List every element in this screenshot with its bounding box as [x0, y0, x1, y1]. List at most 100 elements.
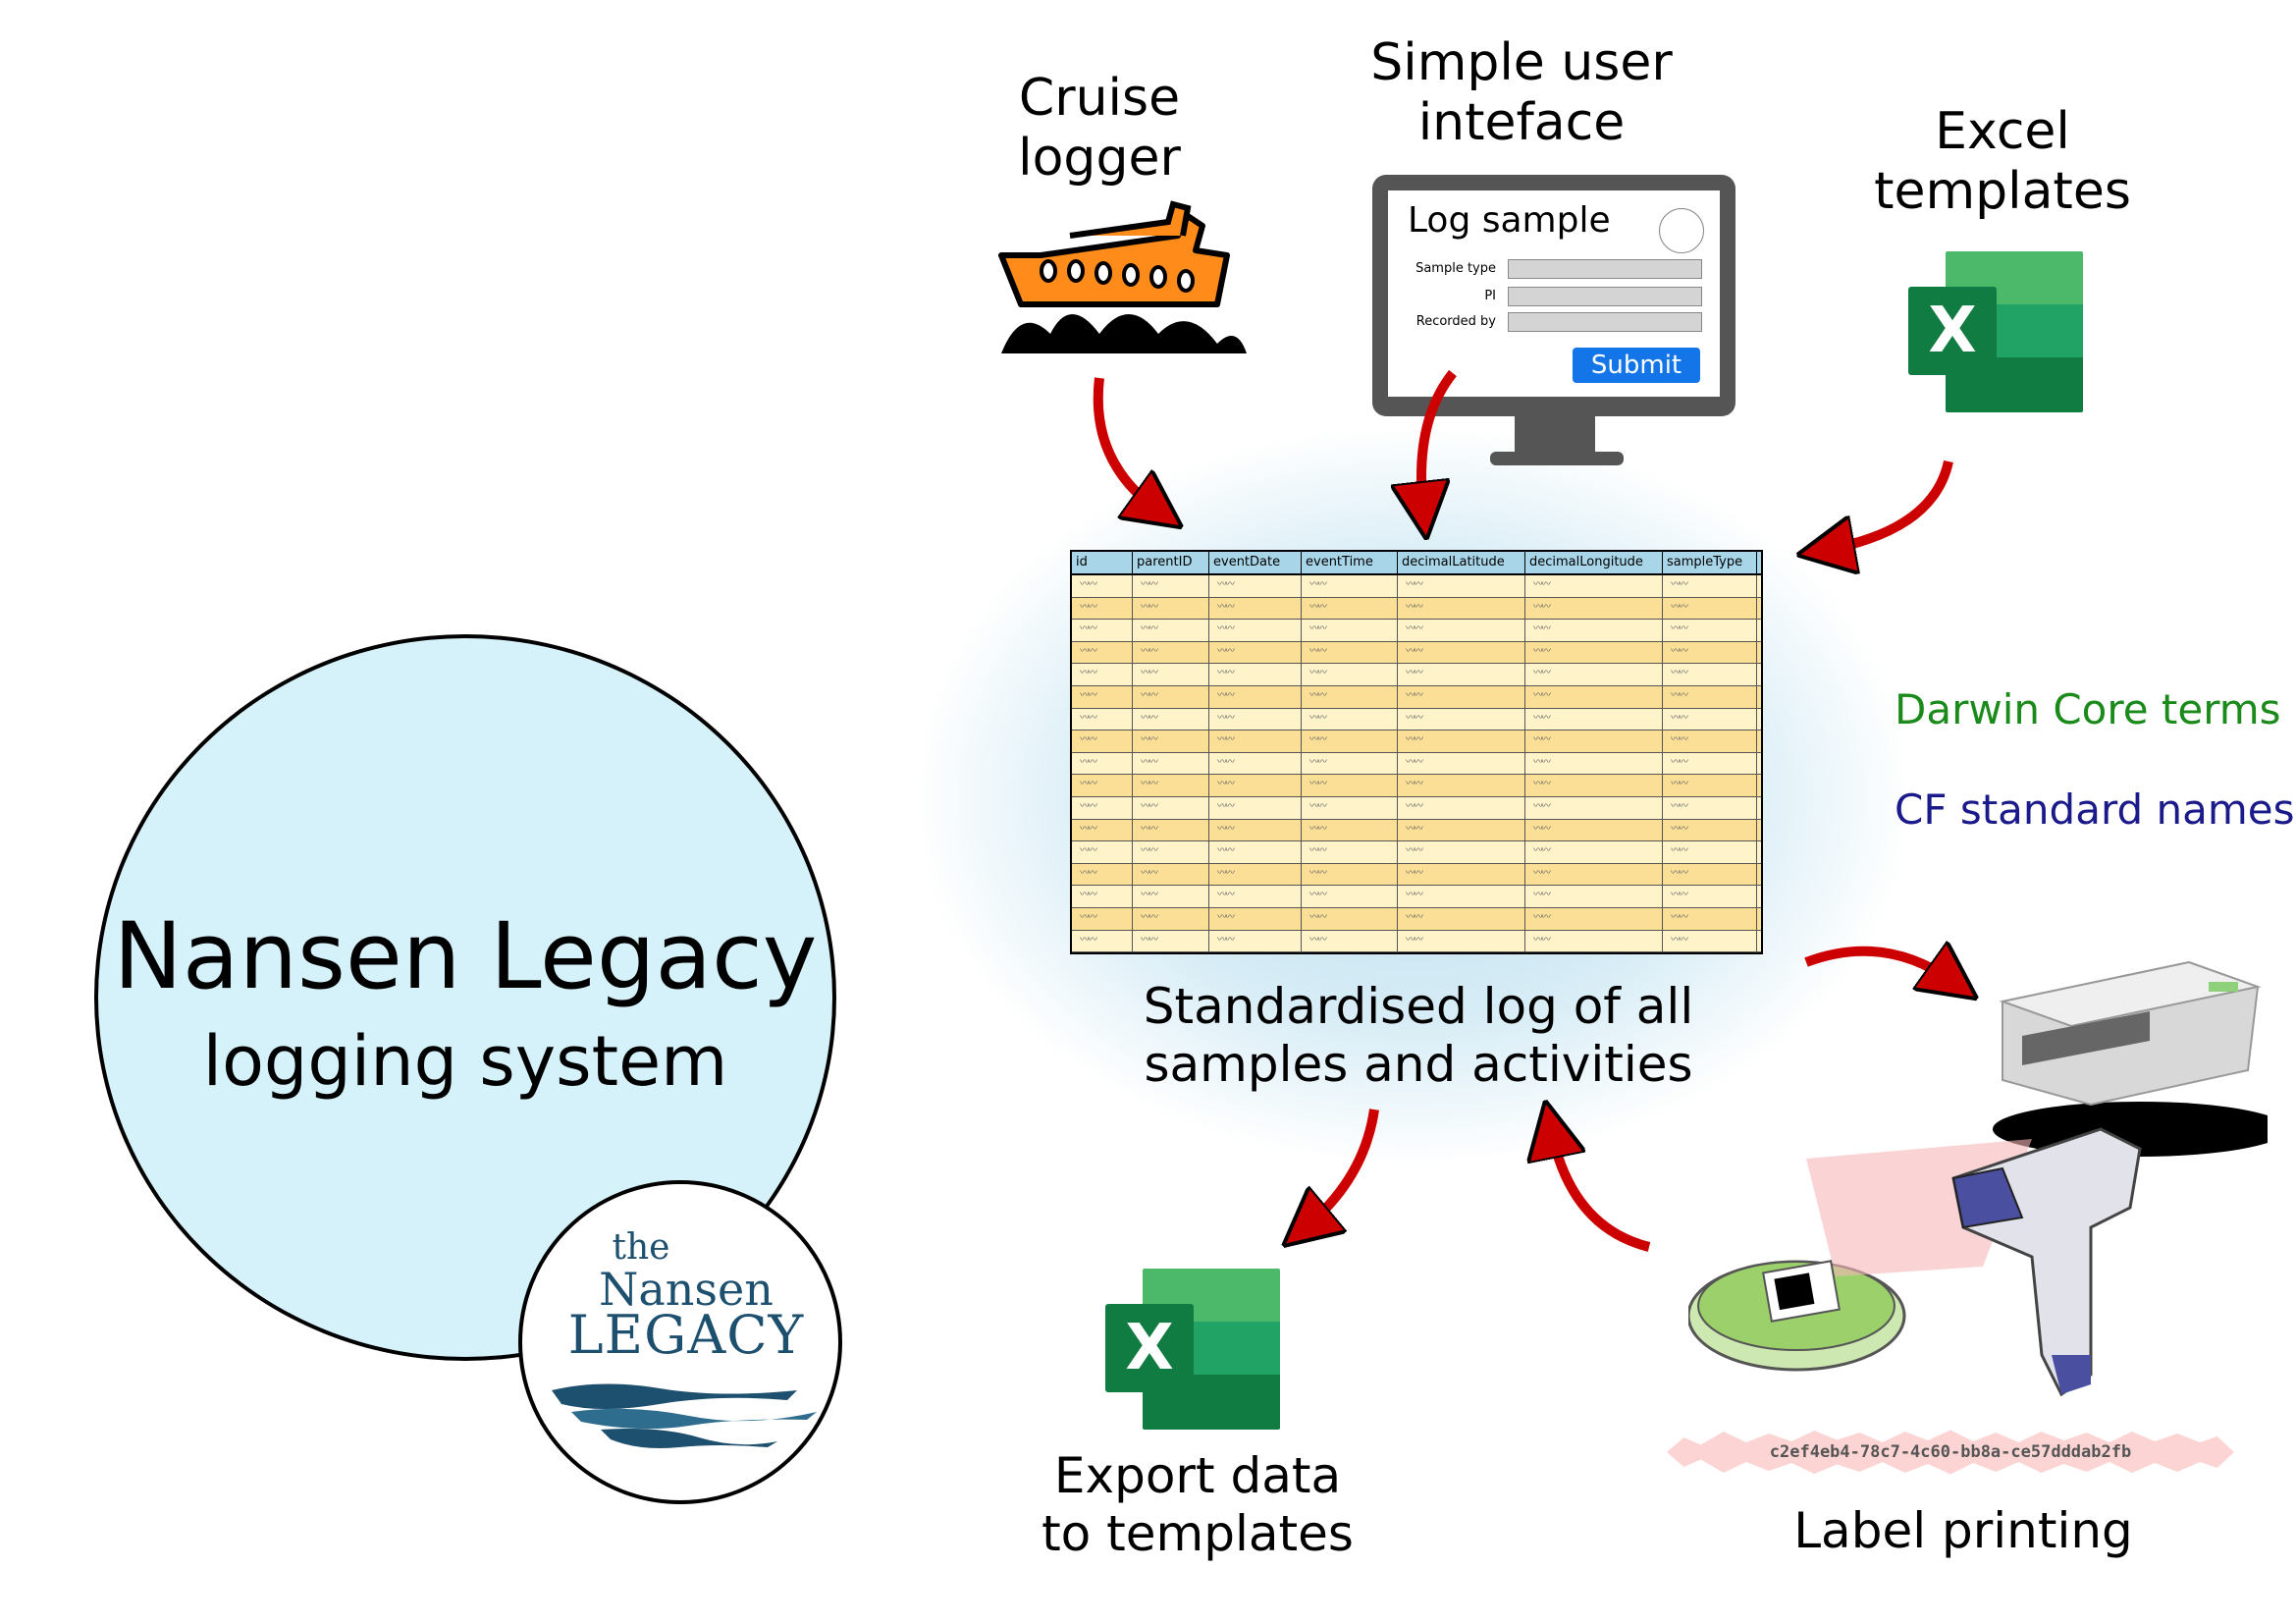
excel-templates-icon: X [1908, 251, 2085, 412]
table-cell [1209, 641, 1302, 664]
table-cell [1525, 731, 1663, 752]
recorded-by-field[interactable] [1508, 312, 1702, 332]
table-cell [1133, 819, 1209, 841]
table-cell [1072, 620, 1133, 641]
logo-nansen: Nansen [599, 1263, 774, 1316]
export-excel-icon: X [1105, 1269, 1282, 1430]
table-cell [1133, 575, 1209, 597]
table-cell [1525, 597, 1663, 620]
table-row [1072, 664, 1761, 686]
table-cell [1663, 907, 1757, 930]
arrow-log-to-printer [1804, 951, 1953, 982]
table-row [1072, 597, 1761, 621]
table-cell [1302, 907, 1398, 930]
table-cell [1133, 796, 1209, 819]
table-cell [1133, 597, 1209, 620]
table-cell [1398, 930, 1525, 952]
table-cell [1209, 708, 1302, 731]
arrow-cruise-to-log [1093, 377, 1158, 511]
log-table-body [1072, 575, 1761, 953]
table-cell [1525, 708, 1663, 731]
logo-the: the [612, 1227, 670, 1268]
field-label-recorded-by: Recorded by [1415, 314, 1496, 329]
table-cell [1072, 907, 1133, 930]
table-row [1072, 620, 1761, 642]
table-cell [1525, 863, 1663, 886]
table-cell [1302, 886, 1398, 907]
table-cell [1398, 863, 1525, 886]
table-cell [1398, 620, 1525, 641]
table-cell [1209, 930, 1302, 952]
table-cell [1663, 819, 1757, 841]
table-cell [1525, 641, 1663, 664]
table-cell [1209, 775, 1302, 796]
table-cell [1663, 930, 1757, 952]
arrow-excel-to-log [1826, 460, 1953, 550]
table-row [1072, 930, 1761, 953]
table-cell [1525, 819, 1663, 841]
submit-button[interactable]: Submit [1573, 348, 1700, 383]
table-cell [1525, 575, 1663, 597]
table-cell [1663, 886, 1757, 907]
column-header: parentID [1133, 552, 1209, 573]
field-label-sample-type: Sample type [1415, 261, 1496, 276]
table-cell [1072, 819, 1133, 841]
table-row [1072, 863, 1761, 887]
table-cell [1072, 708, 1133, 731]
column-header: decimalLatitude [1398, 552, 1525, 573]
monitor-base [1490, 452, 1624, 465]
table-cell [1663, 775, 1757, 796]
table-row [1072, 907, 1761, 931]
table-row [1072, 841, 1761, 864]
pi-field[interactable] [1508, 287, 1702, 306]
table-cell [1398, 641, 1525, 664]
table-cell [1209, 907, 1302, 930]
column-header: eventDate [1209, 552, 1302, 573]
arrow-log-to-export [1306, 1109, 1379, 1227]
table-cell [1072, 641, 1133, 664]
nansen-legacy-logo: the Nansen LEGACY [518, 1180, 842, 1504]
table-row [1072, 685, 1761, 709]
table-row [1072, 641, 1761, 665]
table-cell [1398, 597, 1525, 620]
table-cell [1133, 708, 1209, 731]
table-cell [1398, 708, 1525, 731]
table-cell [1209, 731, 1302, 752]
table-cell [1133, 841, 1209, 863]
table-cell [1525, 907, 1663, 930]
system-subtitle: logging system [202, 1021, 728, 1102]
table-row [1072, 731, 1761, 753]
table-row [1072, 796, 1761, 820]
table-cell [1209, 620, 1302, 641]
column-header: id [1072, 552, 1133, 573]
table-cell [1663, 641, 1757, 664]
table-cell [1663, 620, 1757, 641]
table-cell [1525, 620, 1663, 641]
table-cell [1072, 752, 1133, 775]
sample-type-field[interactable] [1508, 259, 1702, 279]
label-printing-caption: Label printing [1793, 1502, 2133, 1559]
table-cell [1302, 708, 1398, 731]
table-cell [1133, 752, 1209, 775]
table-cell [1525, 886, 1663, 907]
table-cell [1302, 575, 1398, 597]
table-cell [1398, 685, 1525, 708]
table-cell [1302, 863, 1398, 886]
table-cell [1133, 863, 1209, 886]
table-cell [1302, 664, 1398, 685]
table-cell [1663, 841, 1757, 863]
table-cell [1209, 575, 1302, 597]
table-cell [1525, 930, 1663, 952]
table-cell [1133, 731, 1209, 752]
table-cell [1663, 752, 1757, 775]
ship-icon [998, 200, 1247, 353]
table-cell [1133, 641, 1209, 664]
table-cell [1398, 731, 1525, 752]
table-cell [1663, 731, 1757, 752]
table-cell [1133, 685, 1209, 708]
